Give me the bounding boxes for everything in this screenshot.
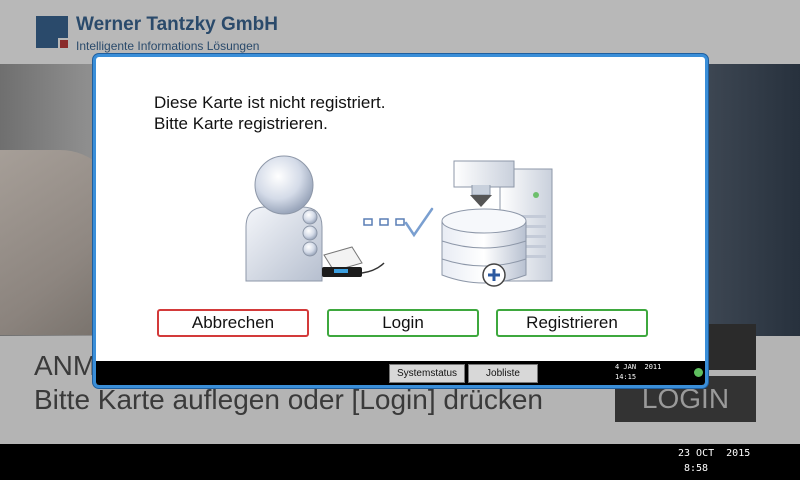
system-date: 23 OCT 2015 — [678, 448, 751, 459]
cancel-button[interactable]: Abbrechen — [157, 309, 309, 337]
user-with-card-icon — [245, 155, 385, 282]
dialog-message-line2: Bitte Karte registrieren. — [154, 114, 328, 133]
device-status-bar: Systemstatus Jobliste 4 JAN 2011 14:15 — [96, 361, 705, 385]
dialog-message-line1: Diese Karte ist nicht registriert. — [154, 93, 386, 112]
system-time: 8:58 — [684, 463, 709, 474]
background-dark-tile — [707, 324, 756, 370]
systemstatus-button[interactable]: Systemstatus — [389, 364, 465, 383]
background-heading: ANM — [34, 350, 97, 381]
system-bar: 23 OCT 2015 8:58 — [0, 444, 800, 480]
company-tagline: Intelligente Informations Lösungen — [76, 39, 260, 53]
check-icon — [404, 207, 434, 238]
status-indicator-icon — [694, 368, 703, 377]
jobliste-button[interactable]: Jobliste — [468, 364, 538, 383]
register-button[interactable]: Registrieren — [496, 309, 648, 337]
device-time: 14:15 — [615, 373, 637, 381]
background-instruction: Bitte Karte auflegen oder [Login] drücke… — [34, 384, 544, 415]
register-card-illustration — [245, 155, 553, 287]
device-date: 4 JAN 2011 — [615, 363, 662, 371]
company-name: Werner Tantzky GmbH — [76, 14, 279, 35]
database-server-add-icon — [441, 160, 553, 287]
card-not-registered-dialog: Diese Karte ist nicht registriert. Bitte… — [93, 54, 708, 388]
logo-red-square-icon — [58, 38, 70, 50]
transfer-dots-icon — [363, 218, 405, 226]
login-button[interactable]: Login — [327, 309, 479, 337]
background-header — [0, 0, 800, 64]
